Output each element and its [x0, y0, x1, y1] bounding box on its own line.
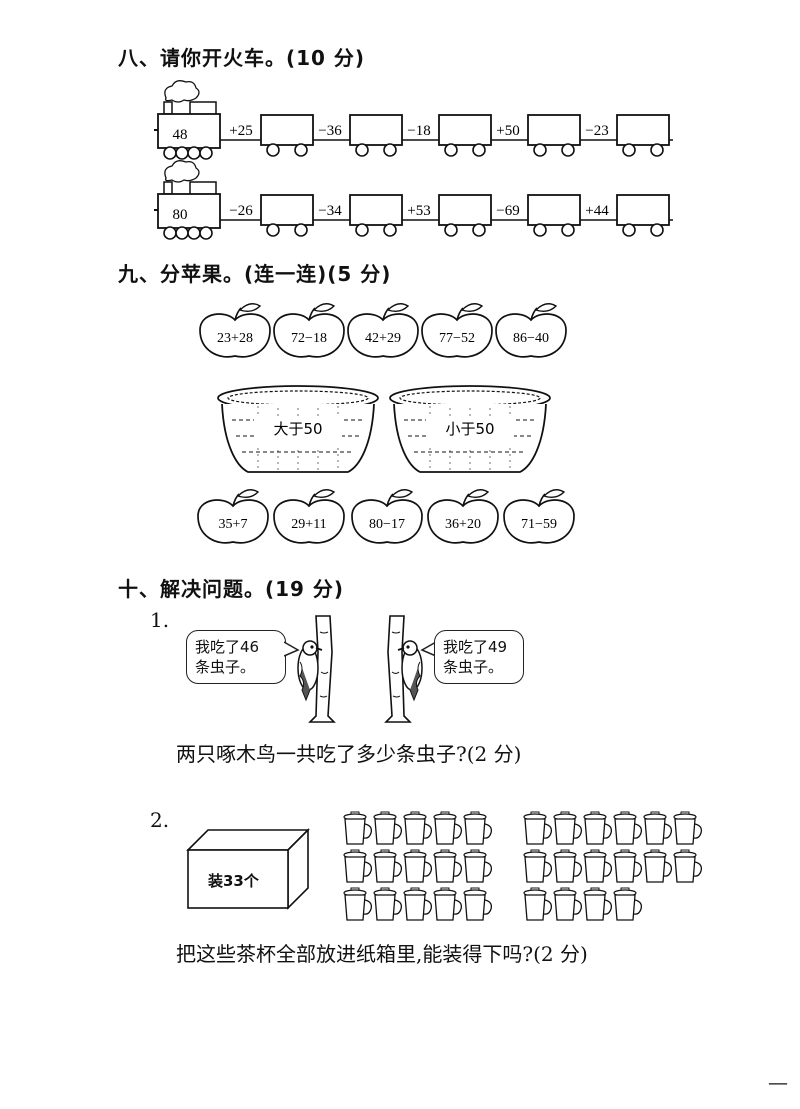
teacup-icon — [463, 849, 493, 883]
teacup-icon — [433, 811, 463, 845]
section-8-title: 八、请你开火车。(10 分) — [118, 46, 366, 70]
teacup-icon — [613, 849, 643, 883]
apple-top-2: 72−18 — [291, 331, 327, 346]
question-2-number: 2. — [150, 808, 170, 832]
apple-bottom-4: 36+20 — [445, 517, 481, 532]
teacup-icon — [553, 887, 583, 921]
teacup-icon — [673, 849, 703, 883]
question-1-number: 1. — [150, 608, 170, 632]
speech-bubble-left: 我吃了46 条虫子。 — [186, 630, 286, 684]
bubble-left-line-2: 条虫子。 — [195, 658, 256, 676]
teacup-icon — [373, 849, 403, 883]
train-1-op-3: −18 — [407, 123, 430, 139]
teacup-icon — [583, 887, 613, 921]
apple-bottom-5: 71−59 — [521, 517, 557, 532]
apple-matching-diagram: 23+28 72−18 42+29 77−52 86−40 大于50 小于50 … — [197, 302, 575, 544]
speech-bubble-right: 我吃了49 条虫子。 — [434, 630, 524, 684]
teacup-icon — [373, 887, 403, 921]
teacup-icon — [403, 887, 433, 921]
bubble-right-tail — [420, 641, 436, 657]
teacup-icon — [583, 811, 613, 845]
train-1-op-1: +25 — [229, 123, 252, 139]
apple-top-5: 86−40 — [513, 331, 549, 346]
teacup-icon — [403, 849, 433, 883]
teacup-icon — [403, 811, 433, 845]
bubble-left-line-1: 我吃了46 — [195, 638, 260, 656]
teacup-icon — [343, 887, 373, 921]
teacup-icon — [523, 849, 553, 883]
teacup-icon — [613, 811, 643, 845]
bubble-left-tail — [284, 641, 300, 657]
teacup-icon — [583, 849, 613, 883]
woodpecker-right-icon — [384, 615, 423, 723]
train-2-op-2: −34 — [318, 203, 342, 219]
teacup-icon — [463, 887, 493, 921]
page-mark: — — [768, 1070, 788, 1094]
woodpecker-left-icon — [297, 615, 336, 723]
teacup-icon — [433, 849, 463, 883]
teacup-icon — [673, 811, 703, 845]
teacup-icon — [523, 811, 553, 845]
box-capacity-label: 装33个 — [208, 872, 259, 890]
teacup-icon — [643, 811, 673, 845]
teacup-icon — [643, 849, 673, 883]
teacups-illustration — [343, 811, 703, 921]
teacup-icon — [343, 811, 373, 845]
train-1-start: 48 — [173, 127, 188, 143]
teacup-icon — [553, 849, 583, 883]
train-2-op-1: −26 — [229, 203, 253, 219]
train-2-op-4: −69 — [496, 203, 519, 219]
train-2-op-3: +53 — [407, 203, 430, 219]
train-1-op-2: −36 — [318, 123, 342, 139]
train-1: 48 +25 −36 −18 +50 −23 — [153, 80, 673, 160]
apple-bottom-1: 35+7 — [219, 517, 248, 532]
train-2: 80 −26 −34 +53 −69 +44 — [153, 159, 673, 240]
apple-bottom-2: 29+11 — [291, 517, 326, 532]
train-2-start: 80 — [173, 207, 188, 223]
teacup-icon — [433, 887, 463, 921]
question-1-text: 两只啄木鸟一共吃了多少条虫子?(2 分) — [176, 742, 522, 766]
teacup-icon — [373, 811, 403, 845]
train-diagram: 48 +25 −36 −18 +50 −23 80 −26 −34 +53 −6… — [153, 80, 673, 240]
basket-greater-label: 大于50 — [273, 420, 322, 438]
apple-top-4: 77−52 — [439, 331, 475, 346]
teacup-icon — [553, 811, 583, 845]
apple-top-3: 42+29 — [365, 331, 401, 346]
section-10-title: 十、解决问题。(19 分) — [118, 577, 345, 601]
train-2-op-5: +44 — [585, 203, 609, 219]
bubble-right-line-2: 条虫子。 — [443, 658, 504, 676]
train-1-op-4: +50 — [496, 123, 519, 139]
bubble-right-line-1: 我吃了49 — [443, 638, 508, 656]
teacup-icon — [463, 811, 493, 845]
teacup-icon — [523, 887, 553, 921]
question-2-text: 把这些茶杯全部放进纸箱里,能装得下吗?(2 分) — [176, 942, 588, 966]
train-1-op-5: −23 — [585, 123, 608, 139]
apple-bottom-3: 80−17 — [369, 517, 405, 532]
teacup-icon — [613, 887, 643, 921]
basket-less-label: 小于50 — [445, 420, 494, 438]
section-9-title: 九、分苹果。(连一连)(5 分) — [118, 262, 392, 286]
apple-top-1: 23+28 — [217, 331, 253, 346]
cardboard-box — [186, 828, 310, 910]
teacup-icon — [343, 849, 373, 883]
